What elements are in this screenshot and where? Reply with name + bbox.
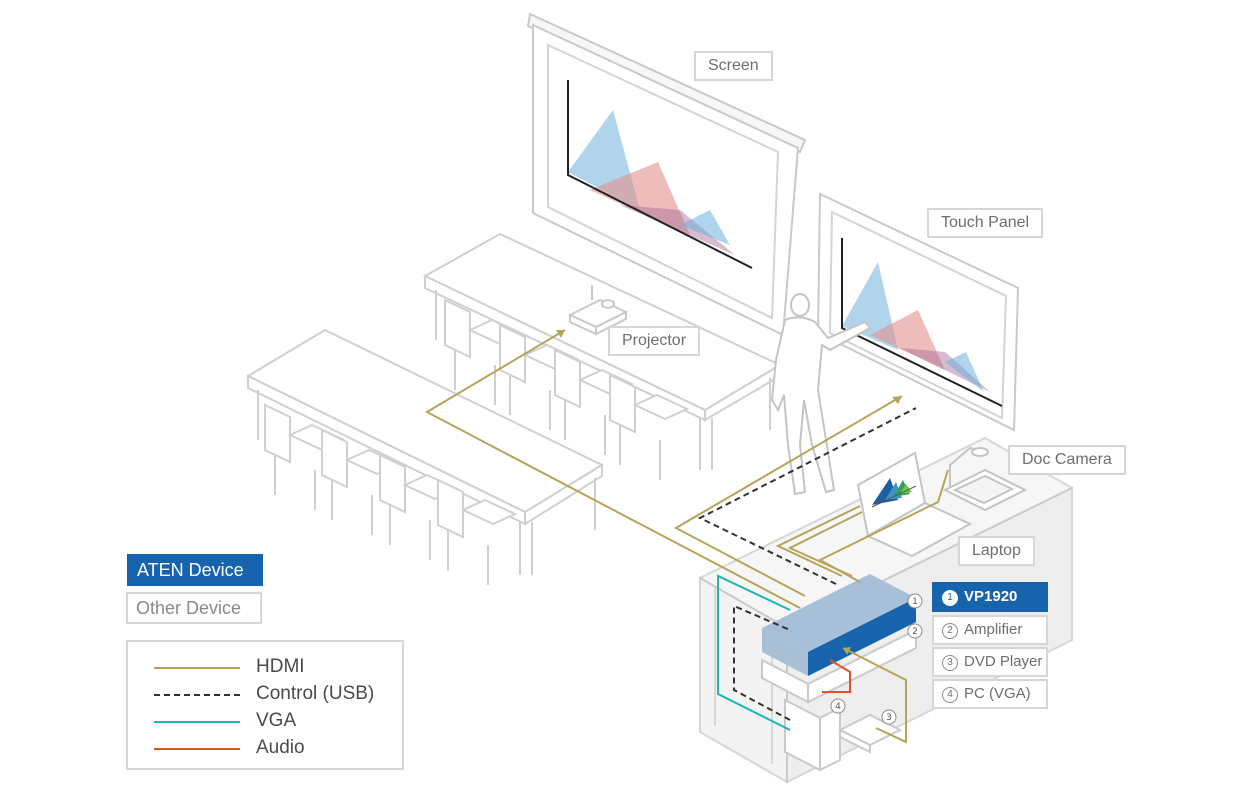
device-dvd-player: 3 DVD Player (932, 647, 1048, 677)
legend-swatch-control (154, 694, 240, 696)
vp1920-switch (762, 574, 916, 676)
rack-marker-1: 1 (912, 597, 918, 607)
touch-panel-label: Touch Panel (927, 208, 1044, 238)
legend-label-control: Control (USB) (256, 683, 375, 704)
laptop-device (856, 451, 973, 558)
legend-swatch-vga (154, 721, 240, 723)
legend-row-hdmi: HDMI (154, 656, 394, 678)
audio-cable (822, 659, 851, 693)
vga-cable (717, 574, 791, 731)
rack-marker-4: 4 (835, 702, 841, 712)
device-pc-vga: 4 PC (VGA) (932, 679, 1048, 709)
legend-label-hdmi: HDMI (256, 656, 305, 677)
rack-markers (830, 593, 923, 725)
device-number-1: 1 (942, 590, 958, 606)
doc-camera (942, 446, 1028, 512)
screen-chart (567, 80, 753, 269)
usb-control-cable (697, 407, 917, 721)
front-chairs (264, 403, 518, 585)
legend-swatch-hdmi (154, 667, 240, 669)
doc-camera-label: Doc Camera (1008, 445, 1126, 475)
hdmi-cables (424, 329, 949, 744)
hdmi-arrowheads (556, 330, 902, 655)
aten-device-key: ATEN Device (127, 554, 263, 586)
cable-legend: HDMI Control (USB) VGA Audio (126, 640, 404, 770)
device-number-3: 3 (942, 655, 958, 671)
legend-row-vga: VGA (154, 710, 394, 732)
device-number-4: 4 (942, 687, 958, 703)
screen-label: Screen (694, 51, 773, 81)
device-name-4: PC (VGA) (964, 685, 1031, 702)
projector (567, 285, 629, 336)
device-name-3: DVD Player (964, 653, 1043, 670)
stacked-devices (761, 628, 917, 772)
other-device-key: Other Device (126, 592, 262, 624)
device-name-2: Amplifier (964, 621, 1023, 638)
legend-row-control: Control (USB) (154, 683, 394, 705)
legend-label-audio: Audio (256, 737, 305, 758)
projector-label: Projector (608, 326, 701, 356)
rack-marker-3: 3 (886, 713, 892, 723)
device-vp1920: 1 VP1920 (932, 582, 1048, 612)
legend-row-audio: Audio (154, 737, 394, 759)
device-name-1: VP1920 (964, 588, 1018, 605)
front-table (245, 328, 605, 575)
presenter-silhouette (770, 293, 872, 496)
legend-swatch-audio (154, 748, 240, 750)
device-amplifier: 2 Amplifier (932, 615, 1048, 645)
rack-marker-2: 2 (912, 627, 918, 637)
device-number-2: 2 (942, 623, 958, 639)
laptop-label: Laptop (958, 536, 1035, 566)
legend-label-vga: VGA (256, 710, 297, 731)
back-chairs (444, 298, 690, 480)
